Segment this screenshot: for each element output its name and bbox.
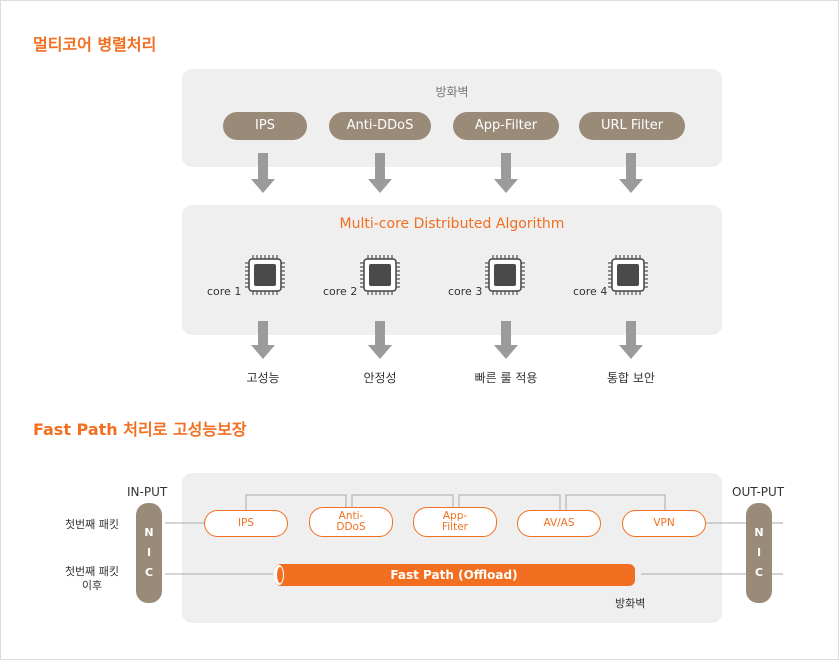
result-label-4: 통합 보안 [607, 371, 655, 385]
module-line: App- [442, 510, 468, 522]
section1-title: 멀티코어 병렬처리 [33, 35, 157, 54]
result-label-3: 빠른 룰 적용 [474, 371, 538, 385]
fastpath-label: Fast Path (Offload) [390, 568, 518, 582]
result-label-1: 고성능 [246, 371, 280, 385]
cpu-chip-icon [608, 255, 648, 295]
module-pill-anti-ddos: Anti-DDoS [329, 112, 431, 140]
down-arrow-icon [368, 153, 392, 193]
core-label-2: core 2 [323, 285, 358, 298]
core-label-3: core 3 [448, 285, 483, 298]
nic-input: N I C [136, 503, 162, 603]
nic-letter: C [754, 566, 764, 579]
fastpath-panel [182, 473, 722, 623]
module-pill-ips: IPS [223, 112, 307, 140]
module-line: Filter [441, 521, 468, 533]
core-label-1: core 1 [207, 285, 242, 298]
fastpath-firewall-caption: 방화벽 [615, 597, 646, 610]
after-first-label-line2: 이후 [81, 579, 103, 592]
fastpath-tube [274, 564, 635, 586]
fastpath-module-av-as: AV/AS [517, 510, 601, 537]
nic-output: N I C [746, 503, 772, 603]
down-arrow-icon [368, 321, 392, 359]
fastpath-module-ips: IPS [204, 510, 288, 537]
fastpath-module-anti-ddos: Anti-DDoS [309, 507, 393, 537]
module-pill-url-filter: URL Filter [579, 112, 685, 140]
section2-title: Fast Path 처리로 고성능보장 [33, 420, 247, 439]
down-arrow-icon [619, 153, 643, 193]
fastpath-module-app-filter: App-Filter [413, 507, 497, 537]
algorithm-title: Multi-core Distributed Algorithm [339, 216, 565, 232]
down-arrow-icon [494, 153, 518, 193]
nic-letter: I [756, 546, 762, 559]
module-line: DDoS [336, 521, 366, 533]
module-pill-app-filter: App-Filter [453, 112, 559, 140]
core-label-4: core 4 [573, 285, 608, 298]
firewall-caption: 방화벽 [435, 85, 469, 99]
cpu-chip-icon [245, 255, 285, 295]
cpu-chip-icon [485, 255, 525, 295]
after-first-label-line1: 첫번째 패킷 [64, 565, 120, 578]
nic-letter: C [144, 566, 154, 579]
fastpath-module-vpn: VPN [622, 510, 706, 537]
down-arrow-icon [251, 153, 275, 193]
down-arrow-icon [251, 321, 275, 359]
module-line: Anti- [338, 510, 364, 522]
down-arrow-icon [494, 321, 518, 359]
down-arrow-icon [619, 321, 643, 359]
result-label-2: 안정성 [363, 371, 397, 385]
module-line: AV/AS [543, 517, 575, 529]
module-line: IPS [237, 517, 255, 529]
nic-letter: N [754, 526, 764, 539]
module-line: VPN [653, 517, 675, 529]
output-label: OUT-PUT [732, 485, 785, 499]
nic-letter: I [146, 546, 152, 559]
cpu-chip-icon [360, 255, 400, 295]
first-packet-label: 첫번째 패킷 [64, 518, 120, 531]
nic-letter: N [144, 526, 154, 539]
input-label: IN-PUT [127, 485, 168, 499]
